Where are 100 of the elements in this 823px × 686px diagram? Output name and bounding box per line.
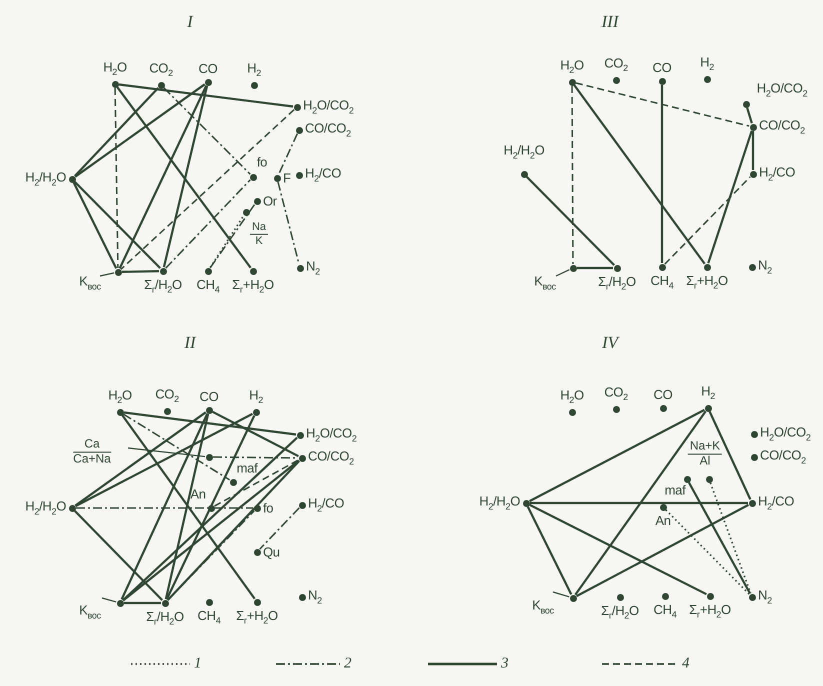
data-point [616, 594, 624, 600]
panel-numeral: III [602, 12, 618, 32]
point-label: K$_{вос}$ [79, 274, 101, 292]
data-point [206, 598, 212, 606]
data-point [252, 408, 260, 416]
connector-line [166, 460, 300, 601]
connector-line [526, 176, 615, 266]
fraction-label: Ca Ca+Na [73, 438, 111, 466]
data-point [296, 432, 304, 438]
legend-label: 3 [501, 656, 508, 672]
data-point [658, 264, 666, 270]
data-point [274, 174, 280, 182]
data-point [160, 268, 166, 274]
point-label: H$_{2}$/CO [759, 166, 796, 182]
point-label: N$_{2}$ [758, 258, 772, 276]
connector-line [530, 502, 748, 504]
connector-line [74, 87, 160, 177]
panel-numeral: IV [602, 333, 618, 353]
connector-line [122, 270, 160, 273]
data-point [614, 264, 620, 272]
connector-line [576, 82, 750, 127]
point-label: K$_{вос}$ [79, 604, 101, 620]
fraction-label: Na+K Al [688, 440, 722, 468]
data-point [684, 476, 690, 482]
point-label: CH$_{4}$ [650, 274, 674, 291]
data-point [568, 408, 576, 416]
point-label: CO [198, 62, 218, 75]
point-label: CO [654, 388, 672, 401]
connector-line [124, 411, 296, 436]
connector-line [665, 509, 750, 595]
connector-line [118, 85, 208, 269]
data-point [296, 172, 302, 178]
panel-numeral: I [187, 12, 193, 32]
data-point [660, 404, 666, 412]
connector-line [529, 408, 705, 502]
point-label: H$_{2}$/CO [758, 494, 794, 512]
connector-line [259, 507, 300, 550]
data-point [114, 268, 122, 276]
data-point [748, 594, 756, 600]
connector-line [74, 83, 206, 178]
point-label: fo [256, 156, 268, 168]
connector-line [526, 506, 572, 595]
data-point [116, 408, 124, 416]
panel-numeral: II [184, 333, 196, 353]
legend-label: 4 [682, 656, 690, 672]
point-label: CH$_{4}$ [654, 603, 676, 620]
point-label: H$_{2}$/H$_{2}$O [479, 494, 520, 512]
point-label: Σ$_{г}$+H$_{2}$O [232, 278, 274, 295]
data-point [742, 100, 750, 108]
data-point [254, 598, 260, 606]
point-label: Σ$_{г}$/H$_{2}$O [601, 604, 639, 621]
data-point [662, 592, 668, 600]
connector-line [72, 182, 118, 269]
point-label: CO [200, 390, 218, 403]
data-point [706, 476, 712, 482]
connector-line [573, 84, 706, 264]
connector-line [166, 415, 256, 600]
data-point [750, 170, 756, 178]
connector-line [213, 456, 298, 459]
connector-line [214, 459, 299, 507]
connector-line [164, 414, 210, 600]
connector-line [114, 88, 119, 268]
data-point [298, 454, 306, 462]
connector-line [120, 109, 295, 270]
connector-line [75, 412, 253, 508]
point-label: CO/CO$_{2}$ [760, 448, 806, 466]
point-label: fo [263, 502, 274, 514]
point-label: N$_{2}$ [306, 260, 320, 276]
point-label: Or [263, 194, 277, 208]
point-label: Qu [263, 546, 280, 558]
connector-line [124, 602, 161, 604]
data-point [158, 82, 164, 88]
leader-line [552, 591, 570, 598]
legend-label: 1 [194, 656, 202, 672]
point-label: Σ$_{г}$/H$_{2}$O [598, 275, 636, 292]
connector-line [74, 510, 163, 601]
connector-line [278, 133, 298, 175]
connector-line [277, 182, 300, 264]
point-label: An [190, 488, 206, 500]
connector-line [708, 411, 752, 500]
connector-line [118, 83, 294, 108]
point-label: H$_{2}$/CO [308, 496, 344, 514]
data-point [750, 430, 758, 438]
point-label: H$_{2}$ [247, 61, 261, 78]
point-label: CO$_{2}$ [155, 387, 179, 404]
point-label: CO$_{2}$ [604, 56, 628, 73]
data-point [706, 592, 714, 600]
point-label: H$_{2}$/CO [305, 166, 342, 184]
point-label: H$_{2}$O/CO$_{2}$ [760, 426, 811, 442]
point-label: Σ$_{г}$/H$_{2}$O [146, 610, 184, 627]
connector-line [574, 410, 707, 596]
data-point [704, 76, 710, 82]
point-label: H$_{2}$O/CO$_{2}$ [303, 98, 354, 116]
point-label: H$_{2}$O/CO$_{2}$ [756, 82, 808, 98]
point-label: CO/CO$_{2}$ [759, 118, 805, 136]
point-label: K$_{вос}$ [532, 598, 554, 616]
connector-line [123, 413, 230, 481]
data-point [298, 502, 306, 508]
point-label: N$_{2}$ [758, 588, 772, 606]
connector-line [664, 176, 751, 265]
